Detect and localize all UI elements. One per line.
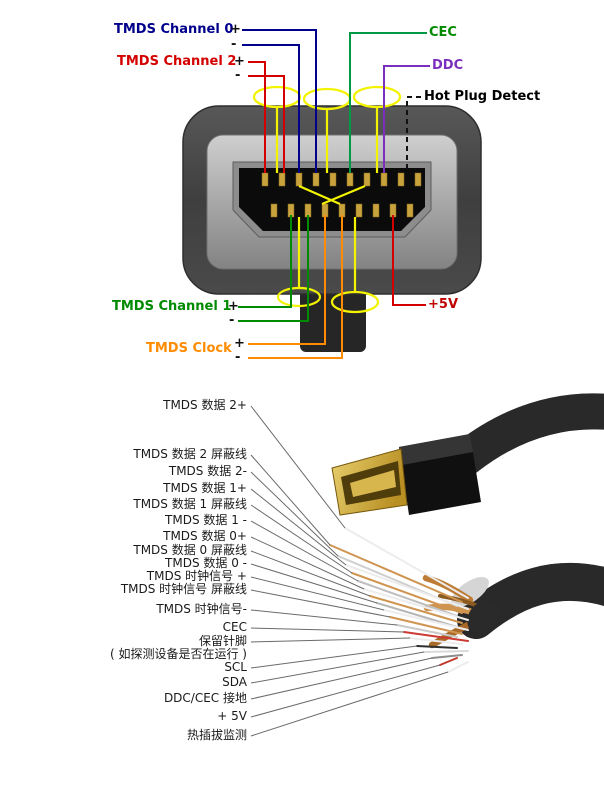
wire-tmds-clock-minus [248, 215, 343, 359]
cable-label-tmds-data0-minus: TMDS 数据 0 - [165, 556, 247, 570]
sign-ch1-plus: + [228, 299, 239, 314]
sign-ch0-plus: + [230, 22, 241, 37]
cable-label-tmds-data2-plus: TMDS 数据 2+ [163, 398, 247, 412]
cable-label-tmds-data1-minus: TMDS 数据 1 - [165, 513, 247, 527]
hdmi-cable-photo-illustration [250, 393, 604, 737]
cable-label-ddc-cec-ground: DDC/CEC 接地 [163, 691, 247, 705]
label-cec: CEC [429, 25, 457, 40]
wire-cec [349, 32, 427, 173]
wire-tmds-ch2-plus [248, 61, 266, 173]
wire-tmds-ch0-minus [242, 44, 300, 173]
cable-label-hot-plug-detect: 热插拔监测 [186, 728, 247, 742]
cable-label-scl: SCL [224, 660, 247, 674]
sign-ch2-plus: + [234, 54, 245, 69]
wire-tmds-ch0-plus [242, 29, 317, 173]
cable-label-tmds-clock-shield: TMDS 时钟信号 屏蔽线 [120, 582, 247, 596]
wire-plus-5v [392, 215, 426, 306]
cable-label-tmds-data0-shield: TMDS 数据 0 屏蔽线 [133, 543, 247, 557]
label-tmds-clock: TMDS Clock [146, 341, 232, 356]
wire-tmds-ch1-minus [238, 215, 309, 322]
cable-label-tmds-clock-minus: TMDS 时钟信号- [156, 602, 247, 616]
cable-label-tmds-data1-plus: TMDS 数据 1+ [163, 481, 247, 495]
braided-cable-upper [448, 393, 604, 476]
signal-wire-lines [238, 29, 430, 359]
cable-label-tmds-data2-minus: TMDS 数据 2- [168, 464, 247, 478]
wire-ddc [383, 65, 430, 173]
label-tmds-channel-2: TMDS Channel 2 [117, 54, 237, 69]
shield-highlight-rings [252, 85, 402, 314]
pin-row-bottom [270, 203, 414, 218]
sign-clock-plus: + [234, 336, 245, 351]
stripped-wire-fan [329, 527, 469, 673]
sign-ch2-minus: - [235, 68, 241, 83]
cable-label-plus-5v: + 5V [217, 709, 247, 723]
sign-ch1-minus: - [229, 313, 235, 328]
wire-hot-plug-detect [406, 96, 421, 171]
label-ddc: DDC [432, 58, 464, 73]
wire-tmds-ch2-minus [248, 75, 285, 173]
label-tmds-channel-0: TMDS Channel 0 [114, 22, 234, 37]
label-tmds-channel-1: TMDS Channel 1 [112, 299, 232, 314]
cable-label-sda: SDA [222, 675, 247, 689]
connector-cable-stub [300, 288, 366, 352]
cable-label-tmds-data1-shield: TMDS 数据 1 屏蔽线 [133, 497, 247, 511]
sign-ch0-minus: - [231, 37, 237, 52]
label-hot-plug-detect: Hot Plug Detect [424, 89, 541, 104]
cable-label-cec: CEC [222, 620, 247, 634]
wire-tmds-ch1-plus [238, 215, 292, 308]
hdmi-connector-front-illustration [182, 29, 482, 359]
cable-label-tmds-data2-shield: TMDS 数据 2 屏蔽线 [133, 447, 247, 461]
cable-label-tmds-data0-plus: TMDS 数据 0+ [163, 529, 247, 543]
label-leader-lines [250, 405, 449, 737]
cable-label-tmds-clock-plus: TMDS 时钟信号 + [146, 569, 247, 583]
wire-tmds-clock-plus [248, 215, 326, 345]
label-plus-5v: +5V [428, 297, 458, 312]
cable-label-reserved-pin: 保留针脚 ( 如探测设备是否在运行 ) [110, 634, 247, 661]
sign-clock-minus: - [235, 350, 241, 365]
pin-row-top [261, 172, 422, 187]
